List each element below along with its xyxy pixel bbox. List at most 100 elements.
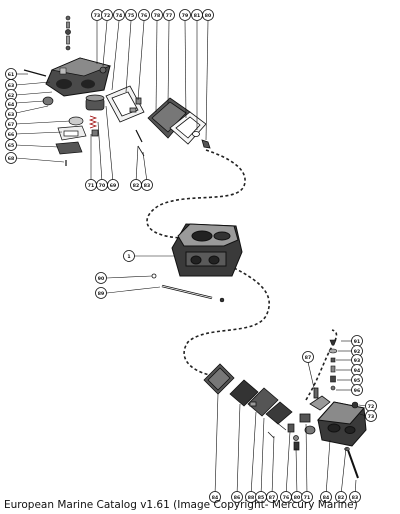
upper-hardware-stack: [65, 15, 71, 51]
svg-text:69: 69: [110, 183, 116, 189]
callout: 86: [231, 491, 243, 503]
callout: 64: [5, 98, 17, 110]
svg-text:71: 71: [88, 183, 94, 189]
svg-text:73: 73: [94, 13, 100, 19]
gasket-screws: [99, 66, 145, 157]
svg-text:82: 82: [133, 183, 139, 189]
callout: 96: [351, 384, 363, 396]
svg-text:84: 84: [212, 495, 218, 501]
callouts-left-lower-row: 71 70 69: [85, 179, 119, 191]
callout: 93: [351, 354, 363, 366]
svg-text:84: 84: [323, 495, 329, 501]
svg-text:91: 91: [354, 339, 360, 345]
throttle-rod: [151, 273, 225, 303]
callout: 81: [191, 9, 203, 21]
svg-text:74: 74: [116, 13, 122, 19]
callout: 90: [95, 272, 107, 284]
main-carburetor-body: [171, 223, 243, 277]
callout: 71: [85, 179, 97, 191]
svg-text:88: 88: [248, 495, 254, 501]
callout: 72: [365, 400, 377, 412]
svg-text:76: 76: [141, 13, 147, 19]
callout: 66: [5, 128, 17, 140]
callout: 75: [125, 9, 137, 21]
callout: 63: [5, 108, 17, 120]
svg-text:80: 80: [294, 495, 300, 501]
svg-text:61: 61: [8, 72, 14, 78]
callouts-bottom-row: 84 86 88 85 87 76 80 71 84 82 83: [209, 491, 361, 503]
callout: 83: [141, 179, 153, 191]
callout: 73: [365, 410, 377, 422]
svg-text:95: 95: [354, 378, 360, 384]
callout: 80: [202, 9, 214, 21]
callout: 80: [291, 491, 303, 503]
svg-text:64: 64: [8, 102, 14, 108]
callout: 83: [349, 491, 361, 503]
callout: 73: [91, 9, 103, 21]
svg-text:80: 80: [205, 13, 211, 19]
svg-text:87: 87: [269, 495, 275, 501]
callout: 65: [5, 139, 17, 151]
svg-text:89: 89: [98, 291, 104, 297]
upper-dashed-path: [146, 149, 246, 239]
lower-plate-assembly: [229, 379, 293, 425]
svg-text:81: 81: [194, 13, 200, 19]
svg-text:71: 71: [304, 495, 310, 501]
callouts-center-left: 90 89: [95, 272, 107, 299]
callouts-top-row: 73 72 74 75 76 78 77 79 81 80: [91, 9, 214, 21]
svg-text:65: 65: [8, 143, 14, 149]
callout: 61: [5, 68, 17, 80]
needle-valve-assembly: [85, 94, 105, 137]
svg-text:90: 90: [98, 276, 104, 282]
svg-text:73: 73: [368, 414, 374, 420]
callout: 82: [335, 491, 347, 503]
svg-text:87: 87: [305, 355, 311, 361]
lower-dashed-path: [183, 267, 271, 376]
callout: 74: [113, 9, 125, 21]
svg-text:76: 76: [283, 495, 289, 501]
svg-text:75: 75: [128, 13, 134, 19]
bowl-screw: [344, 446, 359, 479]
svg-text:66: 66: [8, 132, 14, 138]
callout: 89: [95, 287, 107, 299]
callouts-right-column: 91 92 93 94 95 96 72 73: [351, 335, 377, 422]
svg-text:72: 72: [104, 13, 110, 19]
callout: 70: [96, 179, 108, 191]
svg-text:72: 72: [368, 404, 374, 410]
svg-text:1: 1: [127, 254, 130, 260]
callout: 95: [351, 374, 363, 386]
svg-text:96: 96: [354, 388, 360, 394]
small-lower-parts: [267, 421, 300, 451]
callout: 63: [5, 79, 17, 91]
svg-text:79: 79: [182, 13, 188, 19]
svg-text:86: 86: [234, 495, 240, 501]
long-screw: [23, 69, 47, 77]
callout: 77: [163, 9, 175, 21]
svg-text:83: 83: [352, 495, 358, 501]
callout-lower-right-top: 87: [302, 351, 314, 363]
fuel-inlet-fitting: [192, 131, 211, 149]
svg-text:68: 68: [8, 156, 14, 162]
svg-text:62: 62: [8, 93, 14, 99]
svg-text:63: 63: [8, 83, 14, 89]
callout: 78: [151, 9, 163, 21]
svg-text:93: 93: [354, 358, 360, 364]
lower-gasket-left: [203, 363, 235, 395]
callout: 79: [179, 9, 191, 21]
lower-bowl-fitting: [299, 387, 331, 435]
callout: 84: [209, 491, 221, 503]
callout: 67: [5, 118, 17, 130]
callout: 76: [138, 9, 150, 21]
callout: 71: [301, 491, 313, 503]
upper-gasket: [105, 85, 145, 123]
callout: 87: [266, 491, 278, 503]
svg-text:85: 85: [258, 495, 264, 501]
callout-main-body: 1: [123, 250, 135, 262]
svg-text:63: 63: [8, 112, 14, 118]
callout: 91: [351, 335, 363, 347]
svg-text:82: 82: [338, 495, 344, 501]
image-caption: European Marine Catalog v1.61 (Image Cop…: [4, 499, 358, 511]
callouts-mid-lower-row: 82 83: [130, 179, 153, 191]
leader-lines: [15, 20, 367, 496]
